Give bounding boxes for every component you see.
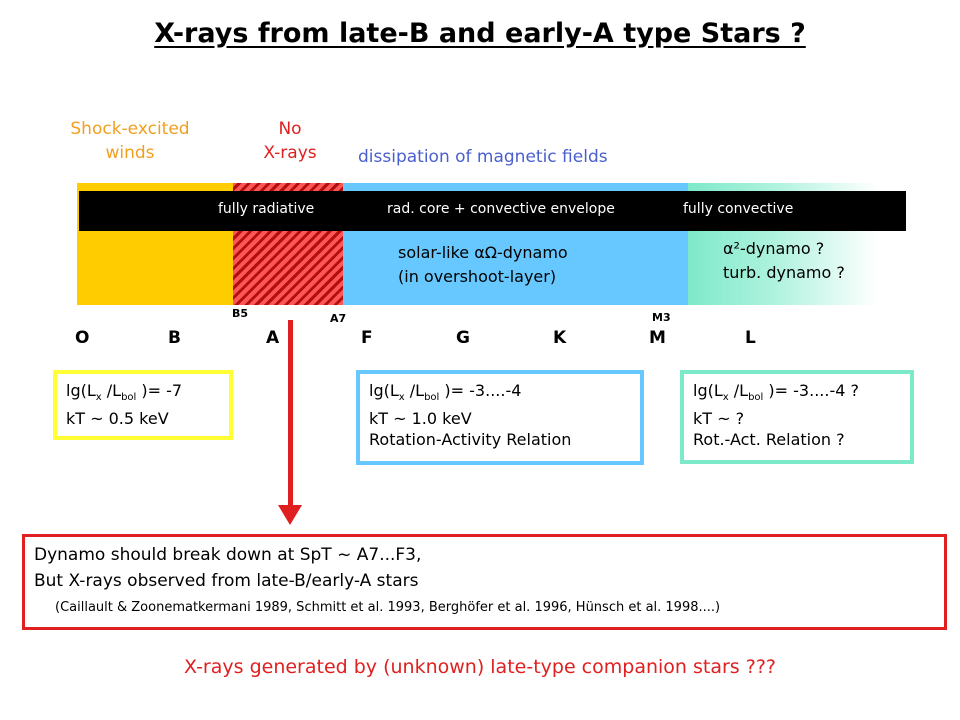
no-xrays-label-line1: No [278, 119, 302, 139]
dissipation-label: dissipation of magnetic fields [358, 147, 608, 167]
early-sub-bol: bol [121, 392, 137, 404]
solar-relation: Rotation-Activity Relation [369, 430, 572, 450]
late-value: )= -3....-4 ? [763, 381, 859, 400]
late-lg: lg(L [693, 381, 723, 400]
no-xrays-label: No X-rays [245, 117, 335, 165]
structure-bar [79, 191, 906, 231]
bar-fully-convective: fully convective [683, 201, 794, 217]
solar-lg: lg(L [369, 381, 399, 400]
alpha-dynamo-text: α²-dynamo ? turb. dynamo ? [723, 237, 845, 285]
solar-mid: /L [404, 381, 425, 400]
alpha-dynamo-line2: turb. dynamo ? [723, 263, 845, 282]
early-lx-ratio: lg(Lx /Lbol )= -7 [66, 380, 220, 408]
spectral-g: G [456, 328, 470, 348]
late-type-box: lg(Lx /Lbol )= -3....-4 ? kT ~ ? Rot.-Ac… [680, 370, 914, 464]
dynamo-breakdown-box: Dynamo should break down at SpT ~ A7...F… [22, 534, 947, 630]
early-type-box: lg(Lx /Lbol )= -7 kT ~ 0.5 keV [53, 370, 233, 440]
early-sub-x: x [95, 392, 102, 404]
solar-type-box: lg(Lx /Lbol )= -3....-4 kT ~ 1.0 keV Rot… [356, 370, 644, 465]
shock-label-line2: winds [105, 143, 155, 163]
spectral-a: A [266, 328, 280, 348]
marker-b5: B5 [232, 307, 249, 320]
down-arrow-icon [278, 505, 302, 525]
marker-a7: A7 [330, 312, 347, 325]
late-sub-x: x [722, 392, 729, 404]
solar-dynamo-line2: (in overshoot-layer) [398, 267, 557, 286]
shock-label: Shock-excited winds [50, 117, 210, 165]
spectral-o: O [75, 328, 90, 348]
late-sub-bol: bol [748, 392, 764, 404]
solar-dynamo-line1: solar-like αΩ-dynamo [398, 243, 568, 262]
early-lg: lg(L [66, 381, 96, 400]
bar-rad-core: rad. core + convective envelope [387, 201, 615, 217]
solar-dynamo-text: solar-like αΩ-dynamo (in overshoot-layer… [398, 241, 568, 289]
bar-fully-radiative: fully radiative [218, 201, 315, 217]
marker-m3: M3 [652, 311, 671, 324]
solar-lx-ratio: lg(Lx /Lbol )= -3....-4 [369, 380, 631, 408]
shock-label-line1: Shock-excited [70, 119, 190, 139]
late-lx-ratio: lg(Lx /Lbol )= -3....-4 ? [693, 380, 901, 408]
dynamo-line2: But X-rays observed from late-B/early-A … [34, 571, 419, 591]
page-title: X-rays from late-B and early-A type Star… [154, 18, 806, 49]
late-relation: Rot.-Act. Relation ? [693, 430, 845, 450]
late-mid: /L [728, 381, 749, 400]
spectral-l: L [745, 328, 756, 348]
down-arrow-shaft [288, 320, 293, 510]
solar-kt: kT ~ 1.0 keV [369, 409, 472, 429]
alpha-dynamo-line1: α²-dynamo ? [723, 239, 825, 258]
solar-value: )= -3....-4 [439, 381, 522, 400]
early-value: )= -7 [136, 381, 183, 400]
spectral-k: K [553, 328, 567, 348]
early-mid: /L [101, 381, 122, 400]
spectral-b: B [168, 328, 181, 348]
early-kt: kT ~ 0.5 keV [66, 409, 169, 429]
dynamo-line1: Dynamo should break down at SpT ~ A7...F… [34, 545, 422, 565]
late-kt: kT ~ ? [693, 409, 745, 429]
solar-sub-x: x [398, 392, 405, 404]
spectral-m: M [649, 328, 666, 348]
conclusion-text: X-rays generated by (unknown) late-type … [184, 656, 776, 678]
no-xrays-label-line2: X-rays [263, 143, 317, 163]
solar-sub-bol: bol [424, 392, 440, 404]
dynamo-references: (Caillault & Zoonematkermani 1989, Schmi… [55, 600, 721, 615]
spectral-f: F [361, 328, 373, 348]
